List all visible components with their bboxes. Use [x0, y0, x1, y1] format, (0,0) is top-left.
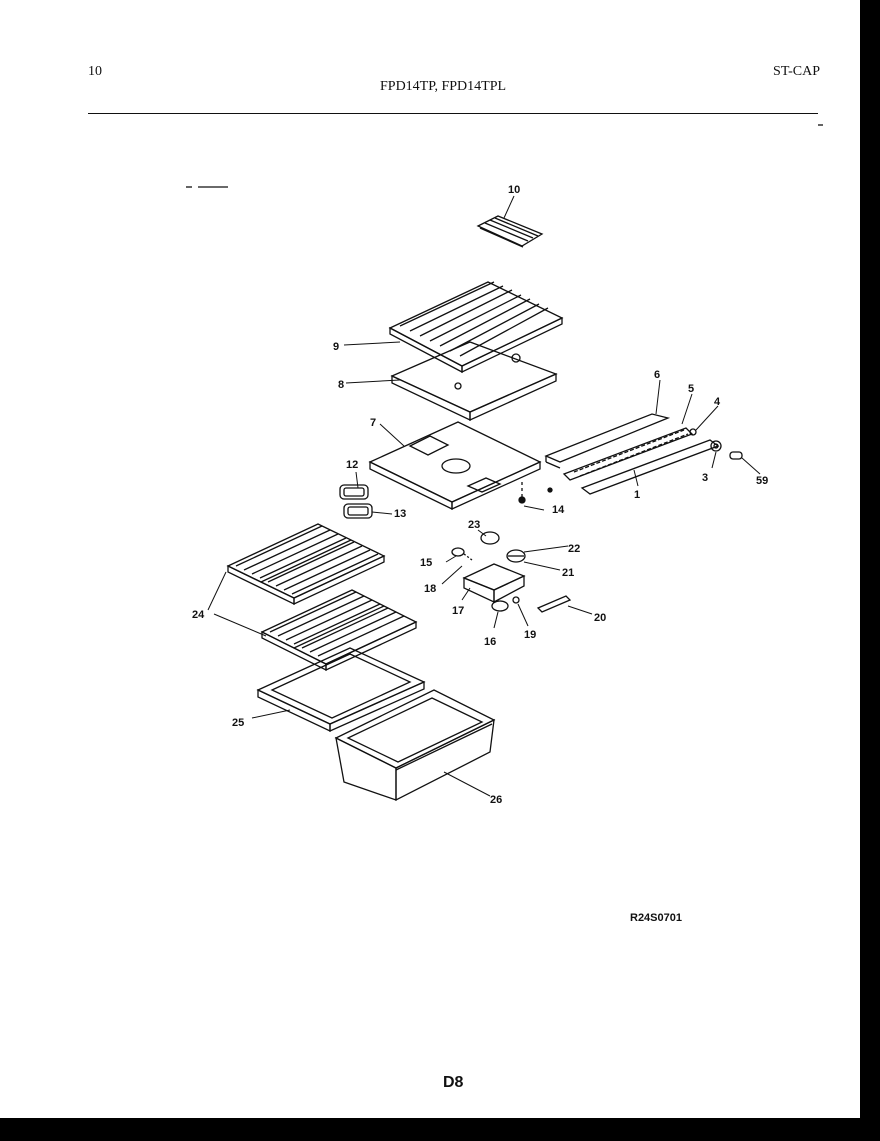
callout-22: 22 [568, 543, 580, 555]
section-code: ST-CAP [773, 64, 820, 79]
page-number-left: 10 [88, 64, 102, 79]
page-number-bottom: D8 [443, 1074, 464, 1091]
part-9-shelf [388, 281, 564, 374]
exploded-view-drawing: 10 9 8 7 6 5 4 3 59 1 12 13 14 23 22 21 … [186, 124, 823, 806]
part-screw-mark [547, 487, 553, 493]
callout-leaders [207, 195, 761, 797]
part-7-cover [368, 421, 542, 511]
part-20-bar [536, 595, 572, 613]
callout-17: 17 [452, 605, 464, 617]
model-numbers: FPD14TP, FPD14TPL [380, 79, 507, 94]
callout-10: 10 [508, 184, 520, 196]
callout-20: 20 [594, 612, 606, 624]
callout-4: 4 [714, 396, 721, 408]
callout-12: 12 [346, 459, 358, 471]
callout-7: 7 [370, 417, 376, 429]
drawing-reference-code: R24S0701 [630, 912, 682, 924]
callout-8: 8 [338, 379, 344, 391]
callout-6: 6 [654, 369, 660, 381]
callout-1: 1 [634, 489, 640, 501]
header-rule [88, 113, 818, 114]
part-24-shelf-lower [260, 589, 418, 672]
callout-23: 23 [468, 519, 480, 531]
part-23-22-21-knobs [480, 531, 526, 563]
part-5-rail [562, 427, 694, 481]
part-26-crisper-drawer [334, 689, 496, 802]
part-10-grille [476, 215, 544, 248]
callout-3: 3 [702, 472, 708, 484]
part-6-rail [544, 413, 671, 469]
part-8-frame [390, 341, 558, 422]
callout-18: 18 [424, 583, 436, 595]
callout-59: 59 [756, 475, 768, 487]
part-3-4-59-fasteners [689, 428, 743, 460]
parts-diagram-sheet: 10 FPD14TP, FPD14TPL ST-CAP [0, 0, 860, 1118]
callout-21: 21 [562, 567, 574, 579]
callout-9: 9 [333, 341, 339, 353]
part-15-18-bulb [451, 547, 473, 561]
callout-13: 13 [394, 508, 406, 520]
callout-16: 16 [484, 636, 496, 648]
callout-5: 5 [688, 383, 694, 395]
callout-15: 15 [420, 557, 432, 569]
callout-25: 25 [232, 717, 244, 729]
callout-24: 24 [192, 609, 205, 621]
stray-marks [186, 124, 823, 188]
callout-26: 26 [490, 794, 502, 806]
callout-19: 19 [524, 629, 536, 641]
part-25-crisper-cover [256, 647, 426, 733]
part-16-19-knob [491, 596, 520, 612]
callout-14: 14 [552, 504, 565, 516]
callout-labels: 10 9 8 7 6 5 4 3 59 1 12 13 14 23 22 21 … [192, 184, 768, 806]
part-24-shelf-upper [226, 523, 386, 606]
part-12-13-clips [339, 484, 373, 519]
part-17-housing [462, 563, 526, 604]
